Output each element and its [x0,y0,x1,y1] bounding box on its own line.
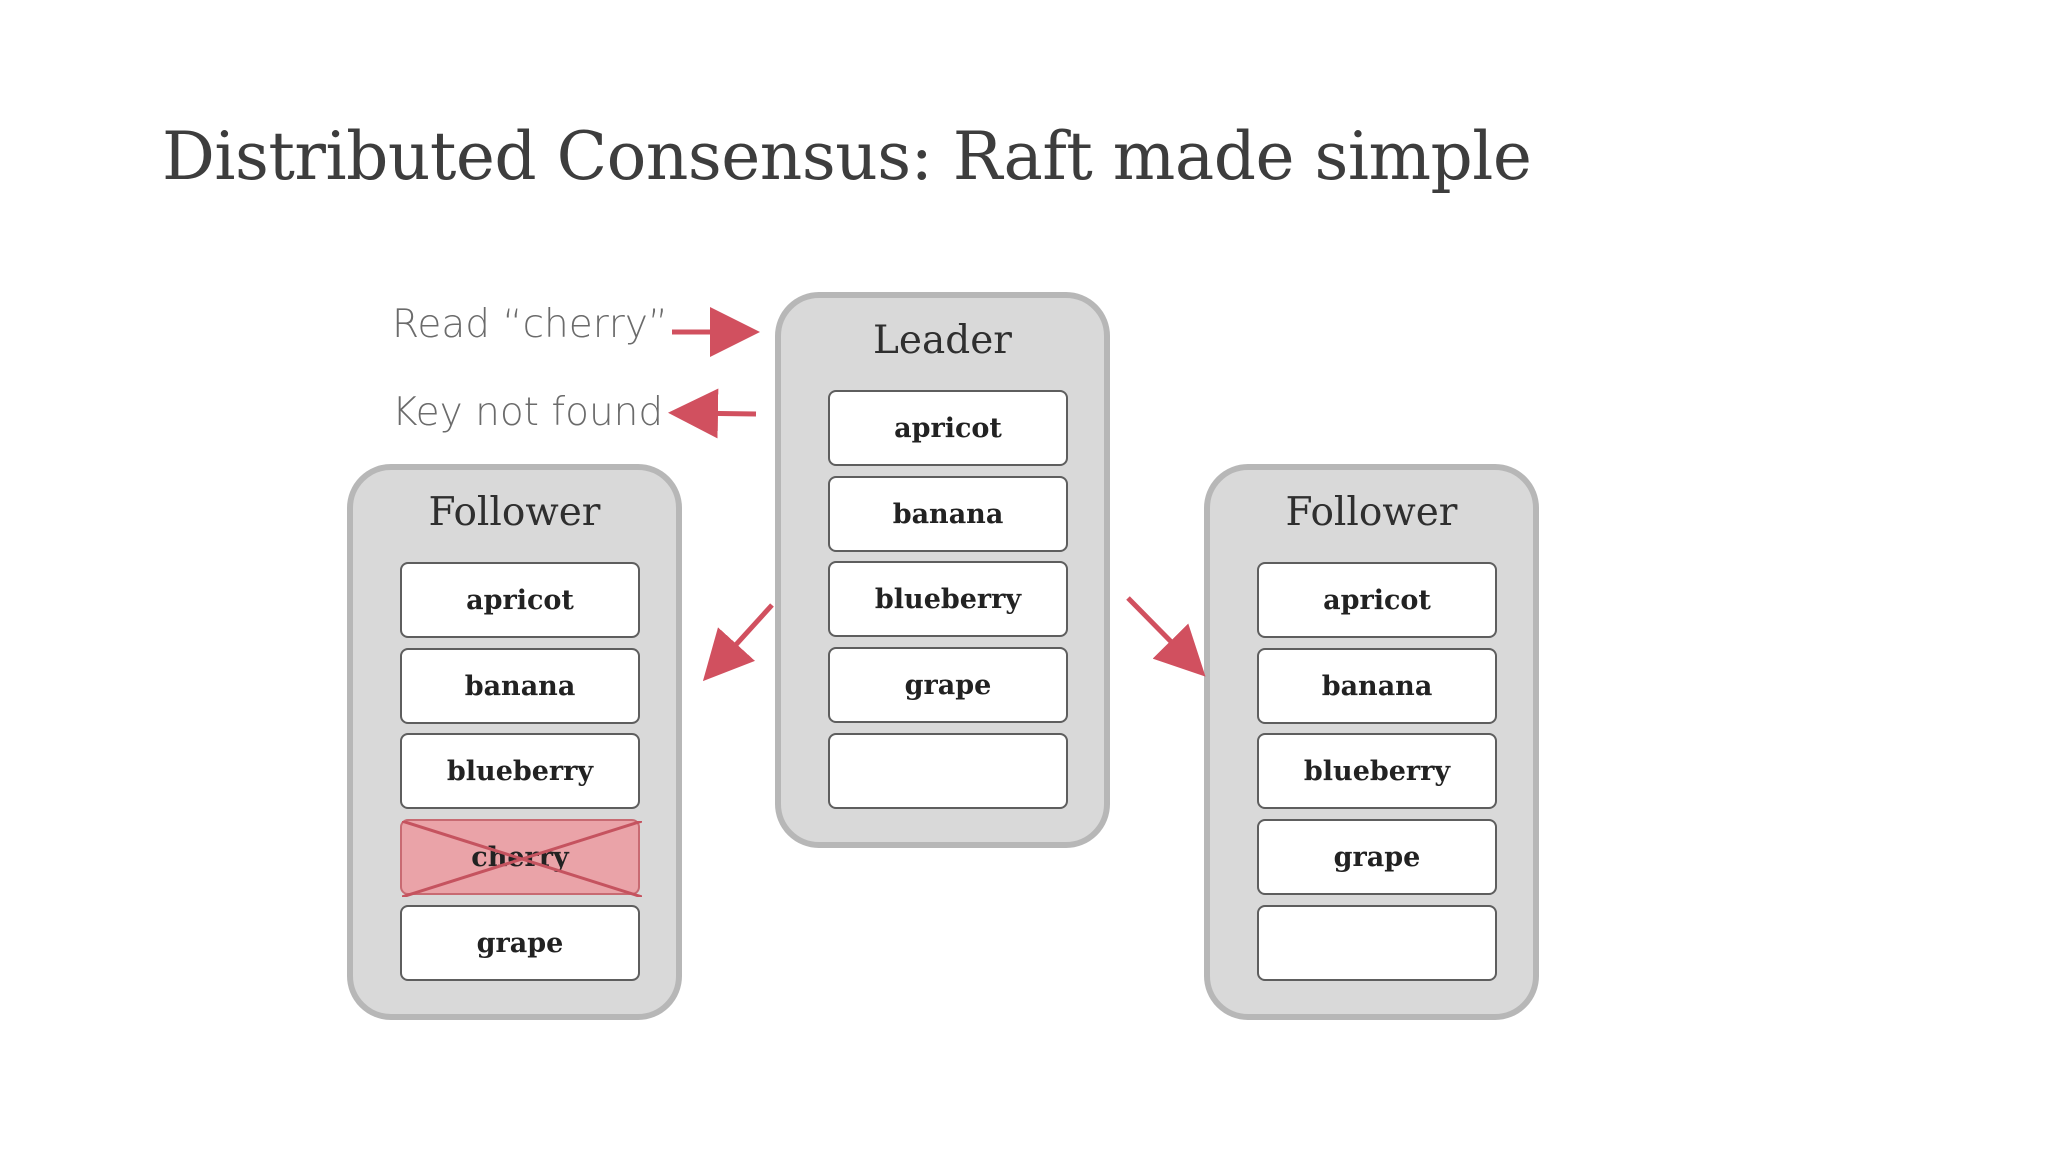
log-entry: apricot [1257,562,1497,638]
log-entry: banana [400,648,640,724]
log-entry-uncommitted: cherry [400,819,642,897]
request-label: Read “cherry” [392,302,669,347]
log-entry-empty [1257,905,1497,981]
log-entry-empty [828,733,1068,809]
log-entry: banana [1257,648,1497,724]
log-entry: grape [828,647,1068,723]
response-arrow [668,388,757,439]
cross-out-icon [402,821,642,897]
leader-node: Leader apricot banana blueberry grape [775,292,1110,848]
log-entry: banana [828,476,1068,552]
response-label: Key not found [392,390,664,435]
log-entry: grape [400,905,640,981]
log-entry: apricot [400,562,640,638]
leader-title: Leader [873,318,1012,363]
follower-node-left: Follower apricot banana blueberry cherry… [347,464,682,1020]
log-entry: apricot [828,390,1068,466]
follower-node-right: Follower apricot banana blueberry grape [1204,464,1539,1020]
log-entry: blueberry [400,733,640,809]
log-entry: grape [1257,819,1497,895]
slide-title: Distributed Consensus: Raft made simple [162,118,1532,195]
follower-title: Follower [428,490,601,535]
replicate-arrow-right [1126,596,1206,677]
log-entry: blueberry [828,561,1068,637]
replicate-arrow-left [702,603,774,682]
follower-title: Follower [1285,490,1458,535]
log-entry: blueberry [1257,733,1497,809]
